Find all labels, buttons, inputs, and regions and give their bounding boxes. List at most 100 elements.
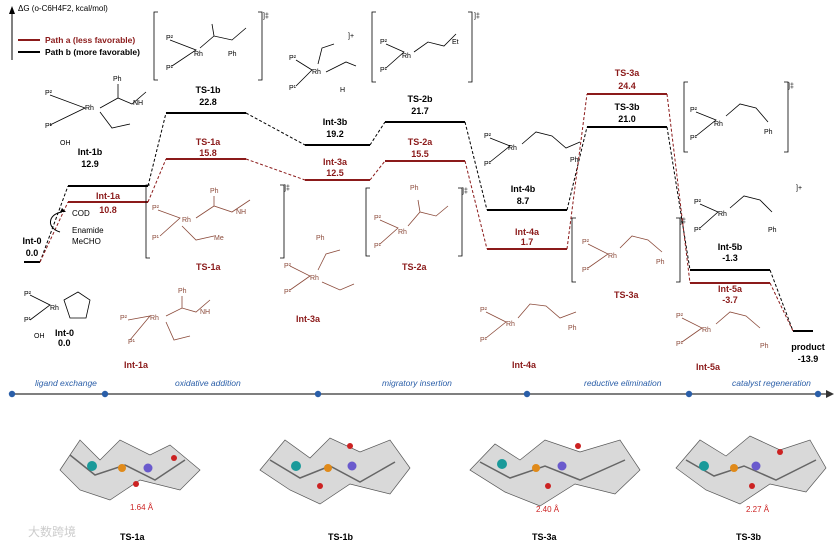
svg-text:Ph: Ph bbox=[210, 188, 219, 195]
svg-text:]‡: ]‡ bbox=[788, 83, 794, 90]
struct-label-int1a: Int-1a bbox=[124, 360, 149, 370]
struct-value-int0: 0.0 bbox=[58, 338, 71, 348]
svg-text:P¹: P¹ bbox=[45, 123, 53, 130]
value-int3b: 19.2 bbox=[326, 129, 344, 139]
label-ts3a: TS-3a bbox=[615, 68, 641, 78]
svg-text:NH: NH bbox=[236, 209, 246, 216]
svg-text:P²: P² bbox=[45, 90, 53, 97]
svg-text:P²: P² bbox=[690, 107, 698, 114]
structure-int4a: P² Rh P¹ Ph Int-4a bbox=[480, 303, 577, 370]
svg-text:]‡: ]‡ bbox=[474, 13, 480, 20]
svg-text:Rh: Rh bbox=[150, 315, 159, 322]
svg-text:Rh: Rh bbox=[312, 69, 321, 76]
structure-int5b: P² Rh P¹ Ph ]+ bbox=[694, 185, 802, 234]
label-ts2a: TS-2a bbox=[408, 137, 434, 147]
struct-label-int4a: Int-4a bbox=[512, 360, 537, 370]
value-ts1b: 22.8 bbox=[199, 97, 217, 107]
svg-text:P¹: P¹ bbox=[676, 341, 684, 348]
struct-label-ts1a: TS-1a bbox=[196, 262, 222, 272]
structures: P² Rh P¹ OH Int-0 0.0 P² Rh P¹ OH Ph NH … bbox=[24, 11, 802, 372]
svg-text:H: H bbox=[340, 87, 345, 94]
svg-text:Ph: Ph bbox=[178, 288, 187, 295]
structure-int4b: P² Rh P¹ Ph bbox=[484, 131, 581, 168]
legend: Path a (less favorable) Path b (more fav… bbox=[18, 35, 140, 57]
svg-text:]‡: ]‡ bbox=[680, 218, 686, 225]
svg-text:P¹: P¹ bbox=[484, 161, 492, 168]
value-ts1a: 15.8 bbox=[199, 148, 217, 158]
svg-text:P¹: P¹ bbox=[480, 337, 488, 344]
svg-text:Rh: Rh bbox=[608, 253, 617, 260]
value-int0: 0.0 bbox=[26, 248, 39, 258]
svg-text:Rh: Rh bbox=[50, 305, 59, 312]
structure-int3a: P² Rh P¹ Ph Int-3a bbox=[284, 235, 355, 324]
reagent-enamide: Enamide bbox=[72, 226, 104, 235]
svg-text:Rh: Rh bbox=[718, 211, 727, 218]
value-int5a: -3.7 bbox=[722, 295, 738, 305]
structure-int1a: P² Rh P¹ Ph NH Int-1a bbox=[120, 288, 211, 370]
watermark: 大数跨境 bbox=[28, 524, 76, 539]
step-ligand-exchange: ligand exchange bbox=[35, 378, 97, 388]
value-int1b: 12.9 bbox=[81, 159, 99, 169]
svg-text:P²: P² bbox=[582, 239, 590, 246]
value-ts3b: 21.0 bbox=[618, 114, 636, 124]
snapshot-label-ts3a: TS-3a bbox=[532, 532, 558, 542]
step-catalyst-regeneration: catalyst regeneration bbox=[732, 378, 811, 388]
svg-text:P²: P² bbox=[120, 315, 128, 322]
label-ts2b: TS-2b bbox=[407, 94, 433, 104]
path-a-connectors bbox=[39, 93, 794, 332]
snapshot-ts3b: 2.27 Å TS-3b bbox=[675, 435, 827, 542]
step-oxidative-addition: oxidative addition bbox=[175, 378, 241, 388]
structure-ts1b: ]‡ P² Rh P¹ Ph bbox=[153, 11, 269, 81]
svg-text:P²: P² bbox=[480, 307, 488, 314]
value-int1a: 10.8 bbox=[99, 205, 117, 215]
snapshots: 1.64 Å TS-1a TS-1b 2.40 Å TS-3a bbox=[59, 435, 827, 542]
step-migratory-insertion: migratory insertion bbox=[382, 378, 452, 388]
label-ts3b: TS-3b bbox=[614, 102, 640, 112]
structure-int5a: P² Rh P¹ Ph Int-5a bbox=[676, 311, 769, 372]
svg-text:Ph: Ph bbox=[656, 259, 665, 266]
svg-text:Rh: Rh bbox=[702, 327, 711, 334]
svg-text:]‡: ]‡ bbox=[263, 13, 269, 20]
struct-label-int5a: Int-5a bbox=[696, 362, 721, 372]
svg-text:P¹: P¹ bbox=[289, 85, 297, 92]
struct-label-int0: Int-0 bbox=[55, 328, 74, 338]
svg-text:2.27 Å: 2.27 Å bbox=[746, 505, 770, 514]
svg-text:P²: P² bbox=[152, 205, 160, 212]
svg-text:OH: OH bbox=[60, 140, 71, 147]
svg-text:P¹: P¹ bbox=[152, 235, 160, 242]
svg-text:P²: P² bbox=[380, 39, 388, 46]
value-ts2a: 15.5 bbox=[411, 149, 429, 159]
structure-int3b: P² Rh P¹ H ]+ bbox=[289, 33, 357, 94]
svg-text:Rh: Rh bbox=[85, 105, 94, 112]
svg-text:Ph: Ph bbox=[316, 235, 325, 242]
label-product: product bbox=[791, 342, 825, 352]
struct-label-int3a: Int-3a bbox=[296, 314, 321, 324]
value-product: -13.9 bbox=[798, 354, 819, 364]
label-ts1a: TS-1a bbox=[196, 137, 222, 147]
svg-text:]‡: ]‡ bbox=[462, 188, 468, 195]
label-ts1b: TS-1b bbox=[195, 85, 221, 95]
svg-text:Ph: Ph bbox=[228, 51, 237, 58]
reagent-cod: COD bbox=[72, 209, 90, 218]
label-int4b: Int-4b bbox=[511, 184, 536, 194]
label-int3b: Int-3b bbox=[323, 117, 348, 127]
legend-path-b: Path b (more favorable) bbox=[45, 47, 140, 57]
svg-text:P¹: P¹ bbox=[128, 339, 136, 346]
path-b-connectors bbox=[39, 112, 794, 332]
y-axis: ΔG (o-C6H4F2, kcal/mol) bbox=[9, 4, 108, 60]
value-int4a: 1.7 bbox=[521, 237, 534, 247]
label-int0: Int-0 bbox=[23, 236, 42, 246]
path-b-levels bbox=[24, 112, 813, 332]
y-axis-title: ΔG (o-C6H4F2, kcal/mol) bbox=[18, 4, 108, 13]
level-labels: Int-0 0.0 Int-1b 12.9 Int-1a 10.8 TS-1b … bbox=[23, 68, 825, 364]
svg-text:Rh: Rh bbox=[182, 217, 191, 224]
svg-text:Me: Me bbox=[214, 235, 224, 242]
snapshot-label-ts1a: TS-1a bbox=[120, 532, 146, 542]
svg-text:P²: P² bbox=[374, 215, 382, 222]
svg-text:P¹: P¹ bbox=[694, 227, 702, 234]
svg-text:P²: P² bbox=[484, 133, 492, 140]
svg-text:OH: OH bbox=[34, 333, 45, 340]
svg-text:Ph: Ph bbox=[570, 157, 579, 164]
step-timeline: ligand exchange oxidative addition migra… bbox=[8, 378, 834, 398]
